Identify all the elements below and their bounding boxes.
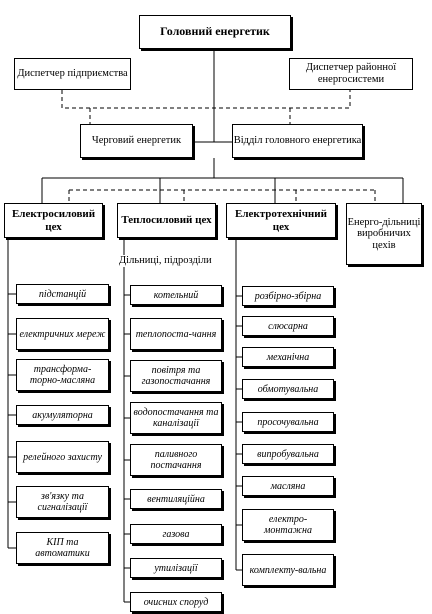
division-item: паливного постачання [130, 444, 222, 476]
electric-power-shop-box: Електросиловий цех [4, 203, 103, 238]
division-item: слюсарна [242, 316, 334, 336]
division-item: газова [130, 524, 222, 544]
division-item: водопостачання та каналізації [130, 402, 222, 434]
thermal-power-shop-box: Теплосиловий цех [117, 203, 216, 238]
division-item: очисних споруд [130, 592, 222, 612]
division-item: КІП та автоматики [16, 532, 109, 564]
division-item: утилізації [130, 558, 222, 578]
division-item: зв'язку та сигналізації [16, 486, 109, 518]
division-item: обмотувальна [242, 379, 334, 399]
division-item: масляна [242, 476, 334, 496]
division-item: електро-монтажна [242, 509, 334, 541]
chief-engineer-department-box: Відділ головного енергетика [232, 124, 363, 158]
division-item: комплекту-вальна [242, 554, 334, 586]
division-item: котельний [130, 285, 222, 305]
enterprise-dispatcher-box: Диспетчер підприємства [14, 58, 131, 90]
division-item: вентиляційна [130, 489, 222, 509]
division-item: теплопоста-чання [130, 318, 222, 350]
divisions-label: Дільниці, підрозділи [118, 255, 213, 267]
division-item: підстанцій [16, 284, 109, 304]
grid-dispatcher-box: Диспетчер районної енергосистеми [289, 58, 413, 90]
division-item: просочувальна [242, 412, 334, 432]
production-energy-sites-box: Енерго-дільниці виробничих цехів [346, 203, 422, 265]
chief-energy-engineer-box: Головний енергетик [139, 15, 291, 49]
division-item: розбірно-збірна [242, 286, 334, 306]
division-item: механічна [242, 347, 334, 367]
division-item: релейного захисту [16, 441, 109, 473]
electrotechnical-shop-box: Електротехнічний цех [226, 203, 336, 238]
division-item: повітря та газопостачання [130, 360, 222, 392]
division-item: випробувальна [242, 444, 334, 464]
duty-engineer-box: Черговий енергетик [80, 124, 193, 158]
division-item: електричних мереж [16, 318, 109, 350]
division-item: трансформа-торно-масляна [16, 359, 109, 391]
division-item: акумуляторна [16, 405, 109, 425]
